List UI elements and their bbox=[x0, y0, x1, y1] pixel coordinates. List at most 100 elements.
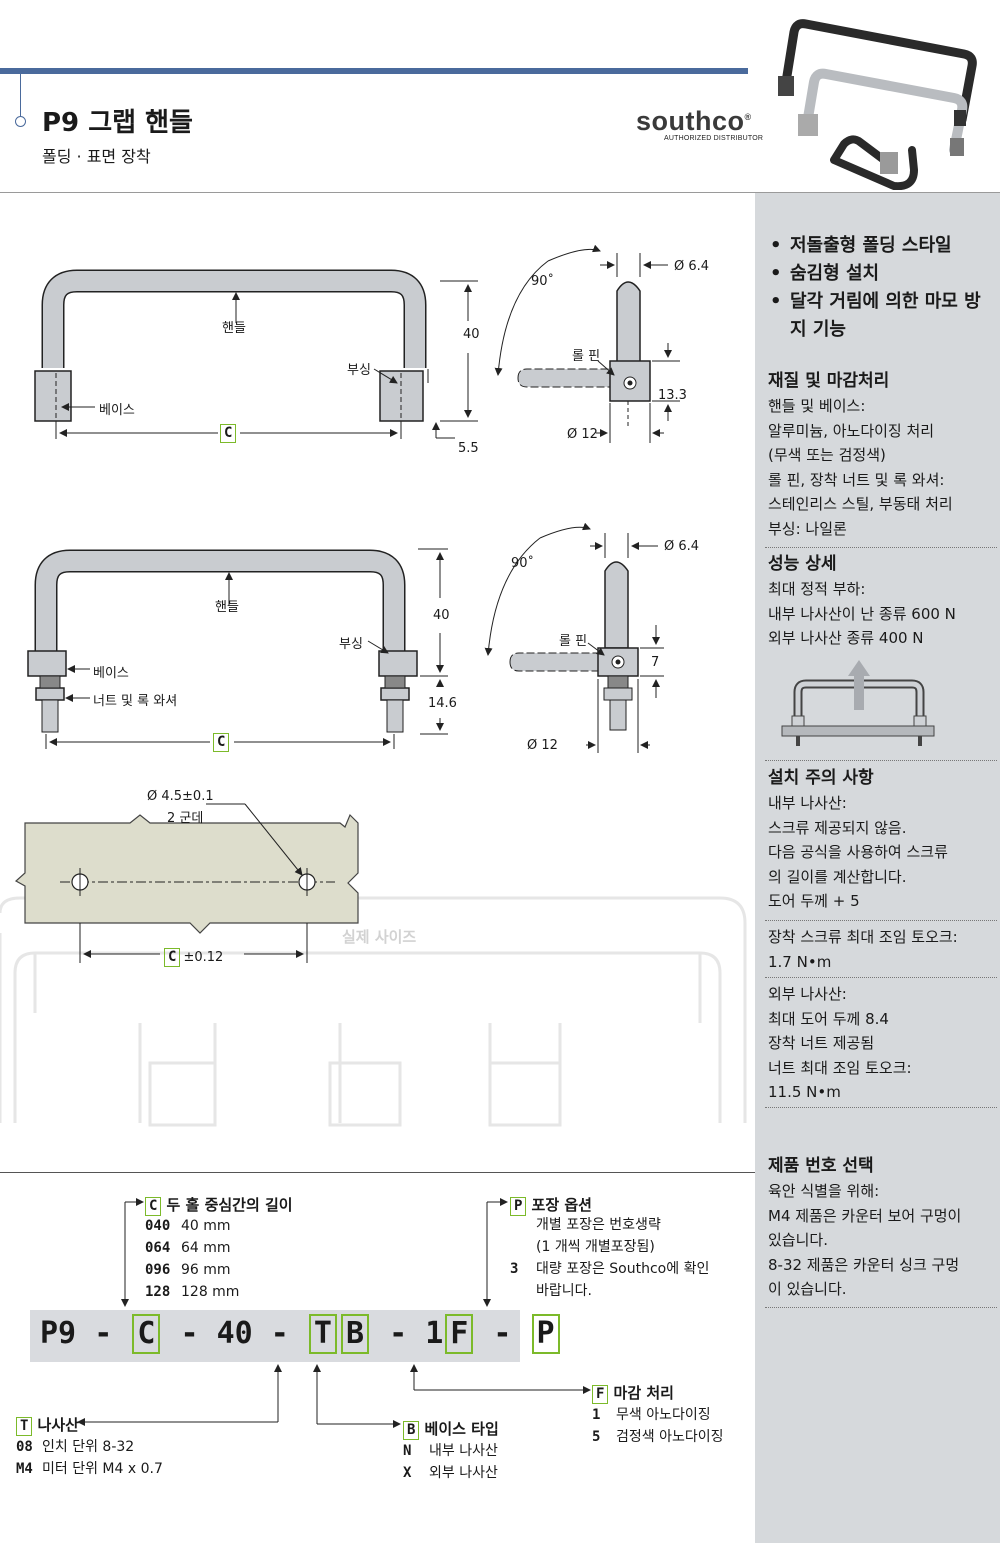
selection-line: 육안 식별을 위해: bbox=[768, 1182, 880, 1200]
installation-section: 설치 주의 사항 내부 나사산: 스크류 제공되지 않음. 다음 공식을 사용하… bbox=[768, 765, 996, 914]
external-line: 11.5 N•m bbox=[768, 1083, 841, 1101]
option-b-heading: 베이스 타입 bbox=[424, 1420, 499, 1438]
dim-40: 40 bbox=[433, 608, 450, 623]
part-number-bar bbox=[30, 1310, 520, 1362]
dim-7: 7 bbox=[651, 655, 660, 670]
installation-line: 의 길이를 계산합니다. bbox=[768, 867, 907, 886]
option-p-heading: 포장 옵션 bbox=[531, 1196, 592, 1214]
side-view-internal bbox=[494, 244, 680, 443]
option-b-code: B bbox=[403, 1421, 420, 1440]
option-b: B 베이스 타입 bbox=[403, 1418, 499, 1440]
page-title: P9 그랩 핸들 bbox=[42, 108, 193, 138]
pn-code-b: B bbox=[340, 1314, 369, 1354]
label-handle: 핸들 bbox=[215, 600, 239, 615]
performance-line: 내부 나사산이 난 종류 600 N bbox=[768, 604, 956, 623]
material-line: (무색 또는 검정색) bbox=[768, 446, 886, 464]
dim-13-3: 13.3 bbox=[658, 388, 687, 403]
installation-heading: 설치 주의 사항 bbox=[768, 768, 874, 788]
brand-logo: southco® bbox=[636, 106, 752, 136]
selection-line: 있습니다. bbox=[768, 1231, 828, 1249]
label-base: 베이스 bbox=[93, 666, 129, 681]
pn-fixed-40: 40 bbox=[216, 1316, 253, 1351]
section-divider bbox=[765, 547, 997, 548]
section-divider bbox=[765, 760, 997, 761]
pn-dash: - bbox=[94, 1316, 113, 1351]
torque-line: 장착 스크류 최대 조임 토오크: bbox=[768, 928, 958, 946]
dim-c-box: C bbox=[213, 733, 230, 752]
technical-drawing bbox=[0, 244, 747, 1127]
selection-heading: 제품 번호 선택 bbox=[768, 1156, 874, 1176]
pn-code-f: F bbox=[445, 1314, 474, 1354]
feature-item: 저돌출형 폴딩 스타일 bbox=[768, 232, 993, 260]
pn-dash: - bbox=[270, 1316, 289, 1351]
section-divider bbox=[765, 920, 997, 921]
material-heading: 재질 및 마감처리 bbox=[768, 371, 890, 391]
brand-logo-subtitle: AUTHORIZED DISTRIBUTOR bbox=[664, 135, 764, 142]
external-line: 장착 너트 제공됨 bbox=[768, 1034, 875, 1052]
pn-dash: - bbox=[493, 1316, 512, 1351]
option-p-item: 개별 포장은 번호생략 bbox=[536, 1217, 661, 1233]
dim-c-box: C bbox=[164, 948, 181, 967]
dim-c-box: C bbox=[220, 424, 237, 443]
installation-line: 다음 공식을 사용하여 스크류 bbox=[768, 843, 948, 861]
option-p-item: 바랍니다. bbox=[536, 1283, 592, 1299]
pn-fixed-1: 1 bbox=[425, 1316, 444, 1351]
dim-dia-12: Ø 12 bbox=[527, 738, 558, 753]
label-angle: 90˚ bbox=[531, 274, 555, 289]
header-rule bbox=[0, 68, 748, 74]
label-bushing: 부싱 bbox=[339, 637, 363, 652]
external-line: 외부 나사산: bbox=[768, 985, 847, 1003]
pn-code-t: T bbox=[308, 1314, 337, 1354]
material-line: 스테인리스 스틸, 부동태 처리 bbox=[768, 495, 953, 513]
torque-section: 장착 스크류 최대 조임 토오크: 1.7 N•m bbox=[768, 925, 996, 974]
material-section: 재질 및 마감처리 핸들 및 베이스: 알루미늄, 아노다이징 처리 (무색 또… bbox=[768, 368, 996, 541]
header-divider bbox=[0, 192, 1000, 193]
option-c: C 두 홀 중심간의 길이 bbox=[145, 1194, 293, 1216]
option-f: F 마감 처리 bbox=[592, 1382, 674, 1404]
installation-line: 내부 나사산: bbox=[768, 794, 847, 812]
hole-diameter: Ø 4.5±0.1 bbox=[147, 789, 214, 804]
option-p: P 포장 옵션 bbox=[510, 1194, 592, 1216]
performance-section: 성능 상세 최대 정적 부하: 내부 나사산이 난 종류 600 N 외부 나사… bbox=[768, 551, 996, 651]
option-c-code: C bbox=[145, 1197, 162, 1216]
actual-size-outline bbox=[0, 896, 747, 1127]
header-accent-line bbox=[20, 74, 21, 118]
option-f-heading: 마감 처리 bbox=[613, 1384, 674, 1402]
performance-line: 최대 정적 부하: bbox=[768, 580, 866, 598]
pn-dash: - bbox=[180, 1316, 199, 1351]
section-divider bbox=[765, 1107, 997, 1108]
label-angle: 90˚ bbox=[511, 556, 535, 571]
dim-dia-6-4: Ø 6.4 bbox=[664, 539, 700, 554]
label-roll-pin: 롤 핀 bbox=[572, 349, 601, 364]
dim-dia-6-4: Ø 6.4 bbox=[674, 259, 710, 274]
hole-count: 2 군데 bbox=[167, 811, 204, 826]
dim-40: 40 bbox=[463, 327, 480, 342]
label-nut-washer: 너트 및 록 와셔 bbox=[93, 694, 178, 709]
pn-code-p: P bbox=[531, 1314, 560, 1354]
option-t: T 나사산 bbox=[16, 1414, 79, 1436]
product-photo bbox=[778, 19, 977, 190]
pn-code-c: C bbox=[132, 1314, 161, 1354]
hole-spacing-label: C±0.12 bbox=[164, 946, 223, 967]
material-line: 롤 핀, 장착 너트 및 록 와셔: bbox=[768, 470, 945, 489]
hole-tolerance: ±0.12 bbox=[183, 950, 224, 965]
label-roll-pin: 롤 핀 bbox=[559, 634, 588, 649]
dim-dia-12: Ø 12 bbox=[567, 427, 598, 442]
option-f-code: F bbox=[592, 1385, 609, 1404]
section-divider bbox=[765, 1307, 997, 1308]
option-c-heading: 두 홀 중심간의 길이 bbox=[166, 1196, 293, 1214]
external-thread-section: 외부 나사산: 최대 도어 두께 8.4 장착 너트 제공됨 너트 최대 조임 … bbox=[768, 982, 996, 1105]
option-p-item: (1 개씩 개별포장됨) bbox=[536, 1239, 655, 1255]
dim-14-6: 14.6 bbox=[428, 696, 457, 711]
external-line: 최대 도어 두께 8.4 bbox=[768, 1009, 889, 1028]
option-t-heading: 나사산 bbox=[37, 1416, 79, 1434]
selection-section: 제품 번호 선택 육안 식별을 위해: M4 제품은 카운터 보어 구멍이 있습… bbox=[768, 1153, 996, 1302]
